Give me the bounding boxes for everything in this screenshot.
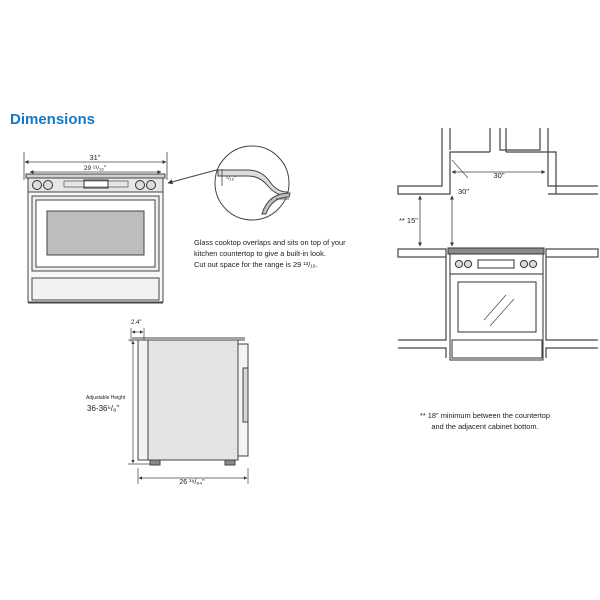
detail-caption-line: kitchen countertop to give a built-in lo… — [194, 249, 326, 258]
front-view — [23, 152, 168, 304]
display-panel — [83, 179, 109, 189]
overlap-label: ⁵/₁₆" — [226, 175, 236, 182]
knob-4 — [146, 180, 156, 190]
knob-2 — [43, 180, 53, 190]
adjustable-height-value: 36-36⁵/₈" — [87, 404, 119, 413]
footnote-line: ** 18" minimum between the countertop — [420, 411, 550, 420]
hood-clearance-label: 30" — [458, 187, 469, 196]
installation-view — [397, 128, 599, 358]
page-title: Dimensions — [10, 111, 96, 128]
footnote: ** 18" minimum between the countertop an… — [420, 410, 550, 432]
overall-width-label: 31" — [89, 153, 100, 162]
cutout-width-label: 29 ¹³/₁₆" — [84, 165, 107, 172]
front-knobs — [32, 179, 156, 190]
counter-clearance-label: ** 15" — [399, 216, 418, 225]
knob-3 — [135, 180, 145, 190]
knob-1 — [32, 180, 42, 190]
footnote-line: and the adjacent cabinet bottom. — [431, 422, 539, 431]
detail-callout-arrow — [167, 168, 221, 185]
control-strip — [63, 180, 129, 188]
detail-caption-line: Glass cooktop overlaps and sits on top o… — [194, 238, 346, 247]
detail-view — [214, 145, 291, 221]
top-depth-label: 2.4" — [131, 320, 141, 326]
installed-range — [447, 247, 545, 361]
side-view — [128, 328, 249, 484]
cabinet-width-label: 30" — [493, 171, 504, 180]
detail-caption-line: Cut out space for the range is 29 ¹³/₁₆. — [194, 260, 318, 269]
depth-label: 26 ¹⁹/₆₄" — [179, 479, 205, 486]
detail-caption: Glass cooktop overlaps and sits on top o… — [194, 237, 346, 270]
adjustable-height-label: Adjustable Height — [86, 395, 126, 401]
